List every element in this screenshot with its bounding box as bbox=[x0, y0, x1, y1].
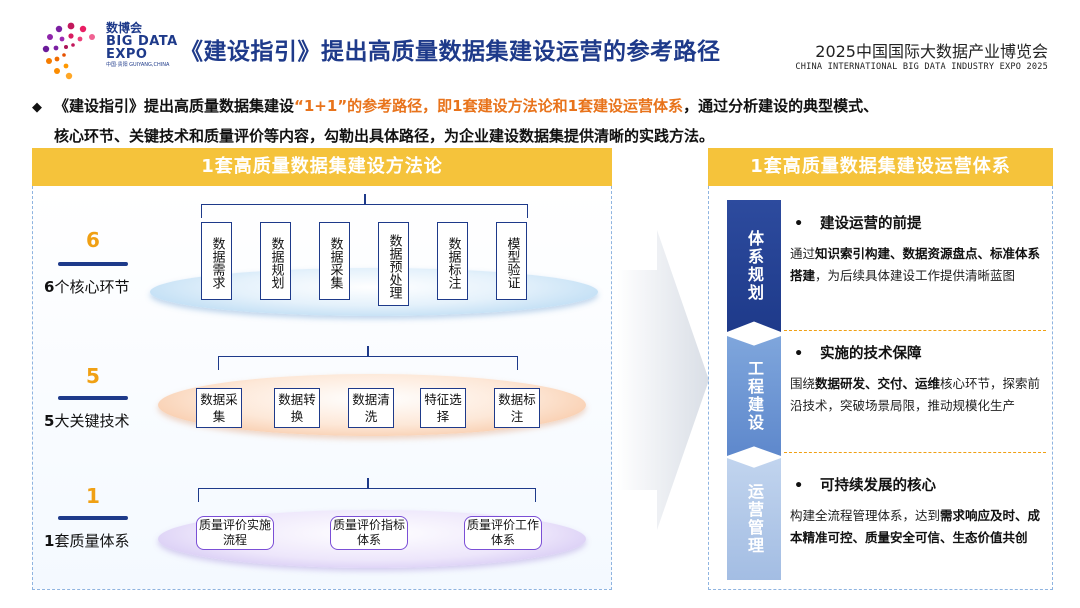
row2-brace-stem bbox=[367, 346, 369, 356]
card3-body-a: 构建全流程管理体系，达到 bbox=[790, 508, 941, 523]
operation-panel bbox=[708, 186, 1053, 590]
intro-text-line2: 核心环节、关键技术和质量评价等内容，勾勒出具体路径，为企业建设数据集提供清晰的实… bbox=[54, 127, 715, 145]
card2-divider bbox=[784, 452, 1046, 453]
row3-number: 1 bbox=[86, 484, 100, 508]
row1-item-4: 数据预处理 bbox=[378, 222, 409, 306]
logo-en-line2: EXPO bbox=[106, 47, 148, 63]
card3-body-bold: 需求响应及时、成本精准可控、质量安全可信、生态价值共创 bbox=[790, 508, 1041, 545]
row1-item-3: 数据采集 bbox=[319, 222, 350, 300]
page-title: 《建设指引》提出高质量数据集建设运营的参考路径 bbox=[180, 39, 721, 65]
right-arrow-icon bbox=[617, 230, 709, 530]
row2-bar bbox=[58, 396, 128, 400]
logo-dots-icon bbox=[42, 22, 95, 80]
logo-en-line1: BIG DATA bbox=[106, 33, 178, 49]
row1-item-2: 数据规划 bbox=[260, 222, 291, 300]
card1-body-b: ，为后续具体建设工作提供清晰蓝图 bbox=[815, 268, 1016, 283]
row3-label: 1套质量体系 bbox=[44, 532, 130, 550]
diamond-bullet-icon: ◆ bbox=[32, 100, 42, 115]
row2-brace bbox=[218, 356, 518, 370]
row1-bar bbox=[58, 262, 128, 266]
card3-bullet: • bbox=[794, 478, 804, 494]
row2-item-1: 数据采集 bbox=[196, 388, 242, 428]
tab-system-planning: 体系规划 bbox=[727, 200, 781, 332]
tab-operation: 运营管理 bbox=[727, 458, 781, 580]
logo-sub-text: 中国·贵阳 GUIYANG,CHINA bbox=[106, 61, 170, 68]
card1-divider bbox=[784, 330, 1046, 331]
row3-brace-stem bbox=[367, 478, 369, 488]
methodology-heading: 1套高质量数据集建设方法论 bbox=[32, 148, 612, 186]
row2-number: 5 bbox=[86, 364, 100, 388]
card2-body-bold: 数据研发、交付、运维 bbox=[815, 376, 941, 391]
card-engineering: • 实施的技术保障 围绕数据研发、交付、运维核心环节，探索前沿技术，突破场景局限，… bbox=[784, 342, 1046, 417]
row1-brace bbox=[201, 204, 528, 218]
intro-highlight: “1+1”的参考路径，即1套建设方法论和1套建设运营体系 bbox=[294, 97, 684, 115]
card2-body-b: 核心环节，探索前沿技术，突破场景局限，推动规模化生产 bbox=[790, 376, 1041, 413]
operation-heading: 1套高质量数据集建设运营体系 bbox=[708, 148, 1053, 186]
card2-title: 实施的技术保障 bbox=[820, 346, 922, 362]
row1-brace-stem bbox=[364, 194, 366, 204]
row1-number: 6 bbox=[86, 228, 100, 252]
card2-bullet: • bbox=[794, 346, 804, 362]
expo-logo: 数博会 BIG DATA EXPO 中国·贵阳 GUIYANG,CHINA bbox=[40, 20, 180, 82]
row3-item-1: 质量评价实施流程 bbox=[196, 516, 274, 550]
card1-body-bold: 知识索引构建、数据资源盘点、标准体系搭建 bbox=[790, 246, 1041, 283]
card2-body-a: 围绕 bbox=[790, 376, 816, 391]
row2-item-3: 数据清洗 bbox=[348, 388, 394, 428]
card1-body-a: 通过 bbox=[790, 246, 816, 261]
row1-item-6: 模型验证 bbox=[496, 222, 527, 300]
tab-engineering: 工程建设 bbox=[727, 336, 781, 456]
intro-paragraph: ◆ 《建设指引》提出高质量数据集建设“1+1”的参考路径，即1套建设方法论和1套建… bbox=[32, 92, 1062, 151]
card-planning: • 建设运营的前提 通过知识索引构建、数据资源盘点、标准体系搭建，为后续具体建设工… bbox=[784, 212, 1046, 287]
row2-item-2: 数据转换 bbox=[274, 388, 320, 428]
intro-text-part1: 《建设指引》提出高质量数据集建设 bbox=[54, 97, 295, 115]
card1-title: 建设运营的前提 bbox=[820, 216, 922, 232]
card1-bullet: • bbox=[794, 216, 804, 232]
row3-item-2: 质量评价指标体系 bbox=[330, 516, 408, 550]
row1-item-1: 数据需求 bbox=[201, 222, 232, 300]
row2-label: 5大关键技术 bbox=[44, 412, 130, 430]
expo-name-en: CHINA INTERNATIONAL BIG DATA INDUSTRY EX… bbox=[795, 62, 1048, 72]
row1-item-5: 数据标注 bbox=[437, 222, 468, 300]
intro-text-part2: ，通过分析建设的典型模式、 bbox=[683, 97, 879, 115]
row3-bar bbox=[58, 516, 128, 520]
row3-item-3: 质量评价工作体系 bbox=[464, 516, 542, 550]
row2-item-4: 特征选择 bbox=[420, 388, 466, 428]
row3-brace bbox=[198, 488, 536, 502]
row2-item-5: 数据标注 bbox=[494, 388, 540, 428]
card3-title: 可持续发展的核心 bbox=[820, 478, 936, 494]
row1-label: 6个核心环节 bbox=[44, 278, 130, 296]
card-operation: • 可持续发展的核心 构建全流程管理体系，达到需求响应及时、成本精准可控、质量安全… bbox=[784, 474, 1046, 549]
expo-name-cn: 2025中国国际大数据产业博览会 bbox=[815, 42, 1048, 61]
logo-cn-text: 数博会 bbox=[106, 21, 143, 35]
